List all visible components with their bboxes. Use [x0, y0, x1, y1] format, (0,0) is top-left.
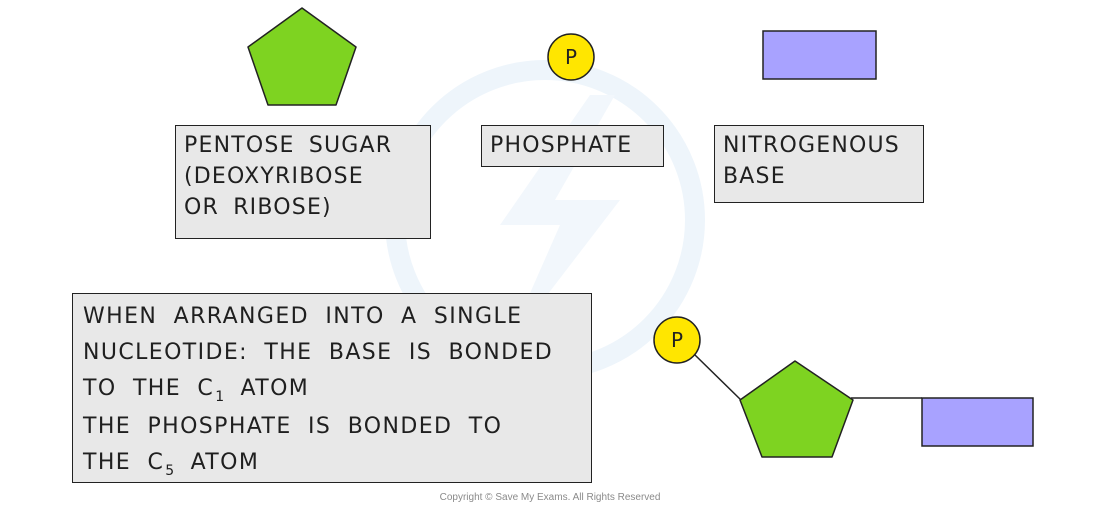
nucleotide-phosphate-icon [653, 316, 701, 364]
note-text: ATOM [174, 450, 260, 475]
note-line: THE C5 ATOM [83, 445, 581, 483]
nucleotide-base-icon [921, 397, 1034, 447]
note-line: TO THE C1 ATOM [83, 371, 581, 409]
nitrogenous-base-label: NITROGENOUS BASE [714, 125, 924, 203]
phosphate-icon: P [547, 33, 595, 81]
carbon-subscript: 5 [165, 463, 175, 479]
pentose-sugar-label-line: PENTOSE SUGAR [184, 133, 393, 158]
note-text: TO THE C [83, 376, 215, 401]
phosphate-label-line: PHOSPHATE [490, 133, 633, 158]
note-line: THE PHOSPHATE IS BONDED TO [83, 414, 503, 439]
nucleotide-note: WHEN ARRANGED INTO A SINGLE NUCLEOTIDE: … [72, 293, 592, 483]
pentose-sugar-label: PENTOSE SUGAR (DEOXYRIBOSE OR RIBOSE) [175, 125, 431, 239]
note-line: WHEN ARRANGED INTO A SINGLE [83, 304, 523, 329]
carbon-subscript: 1 [215, 389, 225, 405]
phosphate-symbol: P [565, 45, 577, 69]
nitrogenous-base-label-line: NITROGENOUS [723, 133, 900, 158]
note-line: NUCLEOTIDE: THE BASE IS BONDED [83, 340, 554, 365]
note-text: THE C [83, 450, 165, 475]
copyright-text: Copyright © Save My Exams. All Rights Re… [439, 492, 661, 503]
pentose-sugar-icon [247, 7, 357, 106]
pentose-sugar-label-line: OR RIBOSE) [184, 195, 332, 220]
phosphate-bond-line [694, 354, 743, 402]
nucleotide-phosphate-symbol: P [671, 328, 683, 352]
note-text: ATOM [224, 376, 310, 401]
pentose-sugar-label-line: (DEOXYRIBOSE [184, 164, 364, 189]
nucleotide-pentose-icon [739, 360, 854, 458]
phosphate-label: PHOSPHATE [481, 125, 664, 167]
nitrogenous-base-icon [762, 30, 877, 80]
nitrogenous-base-label-line: BASE [723, 164, 786, 189]
